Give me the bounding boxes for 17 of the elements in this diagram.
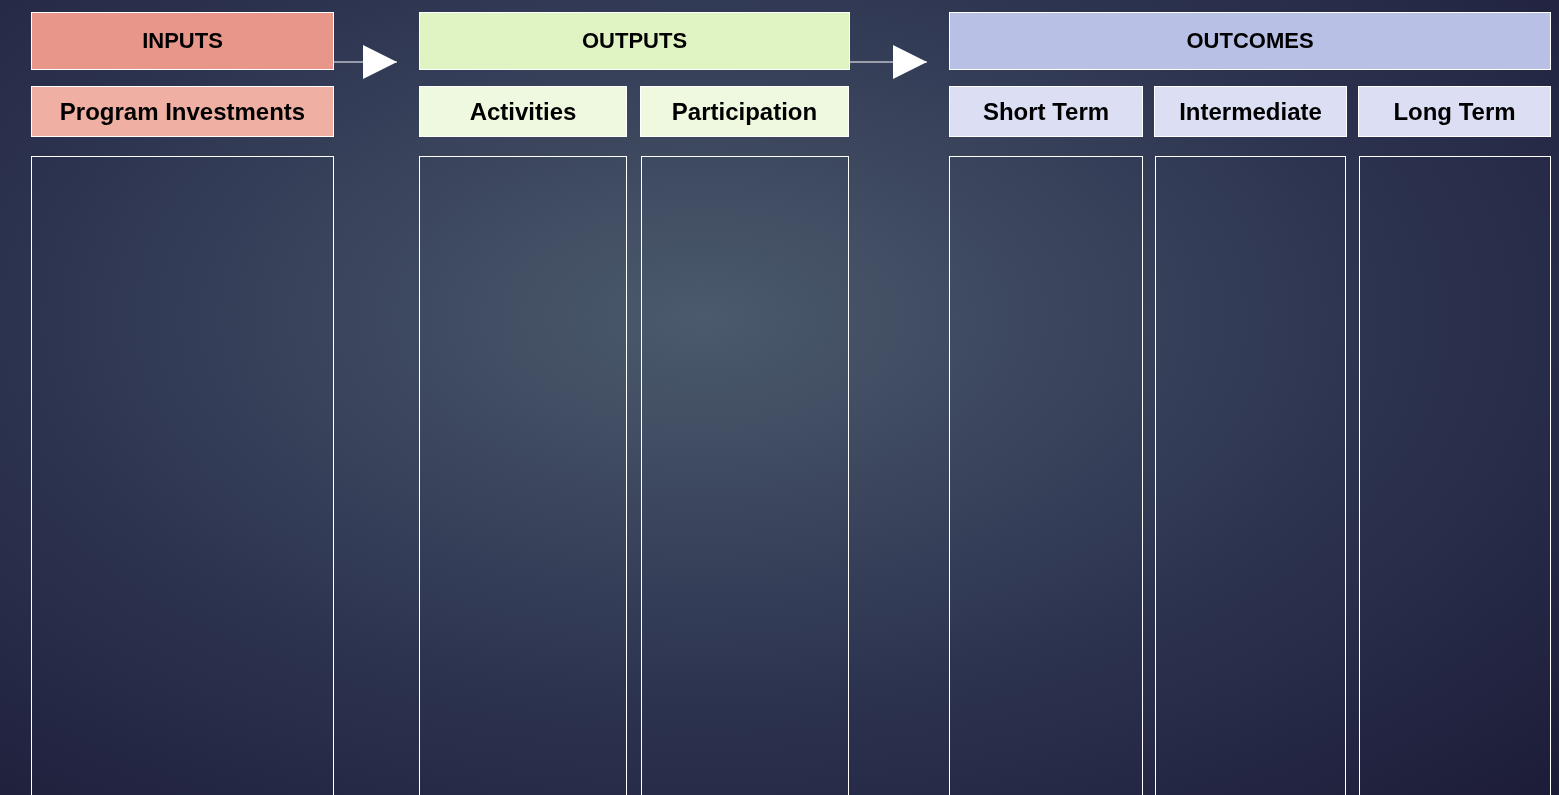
column-header: Program Investments: [31, 86, 334, 137]
empty-column-box: [641, 156, 849, 795]
empty-column-box: [31, 156, 334, 795]
arrow: [333, 45, 398, 79]
empty-column-box: [419, 156, 627, 795]
column-header: Long Term: [1358, 86, 1551, 137]
section-header: OUTCOMES: [949, 12, 1551, 70]
arrow: [849, 45, 928, 79]
column-header: Intermediate: [1154, 86, 1347, 137]
section-header: INPUTS: [31, 12, 334, 70]
column-header: Participation: [640, 86, 849, 137]
section-header: OUTPUTS: [419, 12, 850, 70]
empty-column-box: [1359, 156, 1551, 795]
empty-column-box: [1155, 156, 1346, 795]
empty-column-box: [949, 156, 1143, 795]
column-header: Short Term: [949, 86, 1143, 137]
column-header: Activities: [419, 86, 627, 137]
